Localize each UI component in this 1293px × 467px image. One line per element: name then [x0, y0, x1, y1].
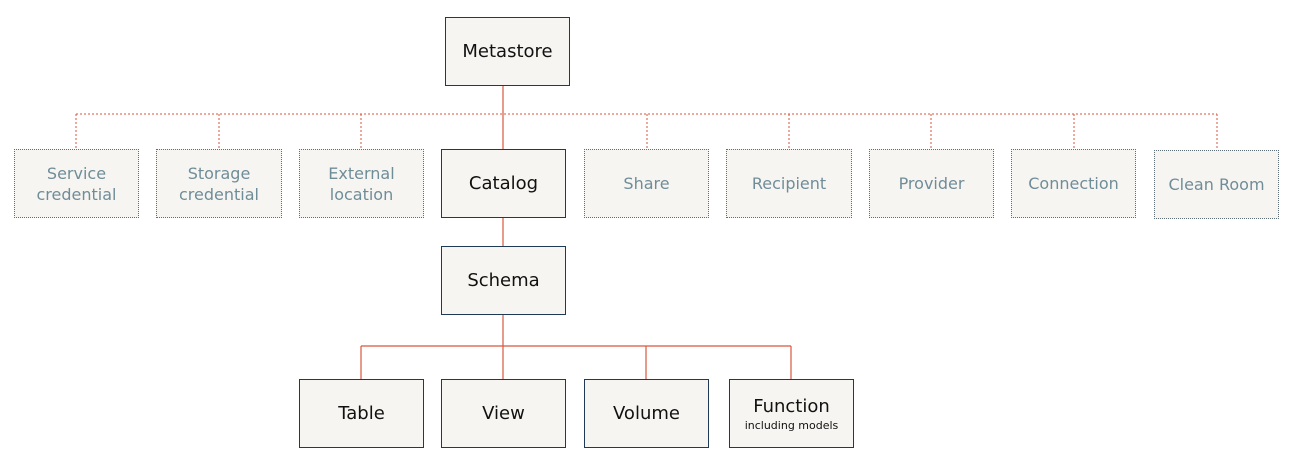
external-location-node: External location — [299, 149, 424, 218]
table-label: Table — [338, 403, 385, 424]
external-location-label: External location — [328, 163, 395, 204]
function-node: Function including models — [729, 379, 854, 448]
service-credential-node: Service credential — [14, 149, 139, 218]
recipient-label: Recipient — [751, 174, 827, 193]
metastore-node: Metastore — [445, 17, 570, 86]
service-credential-label: Service credential — [36, 163, 117, 204]
schema-label: Schema — [467, 270, 540, 291]
clean-room-label: Clean Room — [1168, 175, 1265, 194]
view-node: View — [441, 379, 566, 448]
connection-node: Connection — [1011, 149, 1136, 218]
share-node: Share — [584, 149, 709, 218]
catalog-label: Catalog — [468, 173, 539, 194]
schema-node: Schema — [441, 246, 566, 315]
view-label: View — [482, 403, 525, 424]
function-label: Function — [753, 395, 830, 417]
storage-credential-node: Storage credential — [156, 149, 282, 218]
connection-label: Connection — [1028, 174, 1119, 193]
provider-label: Provider — [898, 174, 965, 193]
volume-label: Volume — [613, 403, 680, 424]
clean-room-node: Clean Room — [1154, 150, 1279, 219]
catalog-node: Catalog — [441, 149, 566, 218]
storage-credential-label: Storage credential — [179, 163, 259, 204]
provider-node: Provider — [869, 149, 994, 218]
volume-node: Volume — [584, 379, 709, 448]
function-sublabel: including models — [744, 418, 839, 432]
share-label: Share — [623, 174, 670, 193]
metastore-label: Metastore — [462, 41, 553, 62]
table-node: Table — [299, 379, 424, 448]
recipient-node: Recipient — [726, 149, 852, 218]
